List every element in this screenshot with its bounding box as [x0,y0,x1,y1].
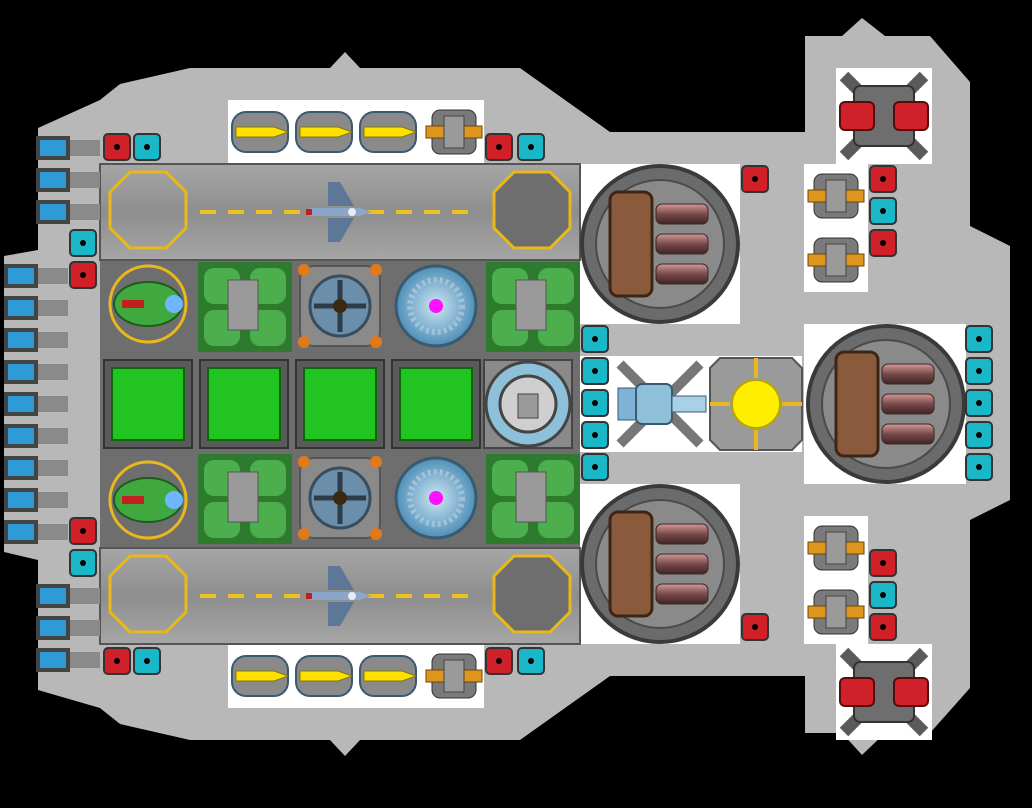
missile-icon[interactable] [231,111,290,153]
missile-racks [231,111,418,697]
landing-pad-icon[interactable] [492,170,572,250]
thruster-icon[interactable] [4,360,68,384]
gun-icon[interactable] [807,589,865,635]
node-icon[interactable] [869,581,897,609]
node-icon[interactable] [69,261,97,289]
thrusters [4,136,100,672]
nodes [69,133,993,675]
railgun[interactable] [616,360,707,448]
defense-emitter[interactable] [839,647,929,737]
node-icon[interactable] [869,613,897,641]
fuel-tank[interactable] [486,262,580,352]
fuel-tank[interactable] [198,262,292,352]
fuel-tanks [198,262,580,544]
thruster-icon[interactable] [4,424,68,448]
upper-hangar[interactable] [99,163,581,261]
engine-rotor[interactable] [298,456,382,540]
node-icon[interactable] [581,421,609,449]
node-icon[interactable] [581,453,609,481]
node-icon[interactable] [869,197,897,225]
node-icon[interactable] [103,647,131,675]
shield-generator[interactable] [104,262,192,346]
thruster-icon[interactable] [36,584,100,608]
bridge[interactable] [483,359,573,449]
shield-core[interactable] [394,264,478,348]
turret-icon[interactable] [806,324,966,484]
node-icon[interactable] [517,647,545,675]
cargo-bays [103,359,481,449]
missile-icon[interactable] [295,111,354,153]
node-icon[interactable] [869,165,897,193]
turret-icon[interactable] [580,164,740,324]
landing-pad-icon[interactable] [108,170,188,250]
node-icon[interactable] [69,229,97,257]
gun-icon[interactable] [807,237,865,283]
node-icon[interactable] [965,357,993,385]
node-icon[interactable] [69,549,97,577]
node-icon[interactable] [69,517,97,545]
node-icon[interactable] [741,165,769,193]
defense-emitter[interactable] [839,71,929,161]
thruster-icon[interactable] [4,456,68,480]
thruster-icon[interactable] [4,520,68,544]
missile-icon[interactable] [295,655,354,697]
node-icon[interactable] [965,389,993,417]
landing-pad-icon[interactable] [108,554,188,634]
node-icon[interactable] [581,325,609,353]
missile-icon[interactable] [359,111,418,153]
node-icon[interactable] [965,421,993,449]
cargo-bay[interactable] [199,359,289,449]
thruster-icon[interactable] [36,648,100,672]
turret-icon[interactable] [580,484,740,644]
thruster-icon[interactable] [36,616,100,640]
thruster-icon[interactable] [36,168,100,192]
gun-icon[interactable] [425,653,483,699]
missile-icon[interactable] [231,655,290,697]
gun-icon[interactable] [425,109,483,155]
node-icon[interactable] [869,549,897,577]
node-icon[interactable] [965,325,993,353]
thruster-icon[interactable] [36,200,100,224]
missile-icon[interactable] [359,655,418,697]
fighter-icon[interactable] [306,182,372,242]
shield-generator[interactable] [104,458,192,542]
lower-hangar[interactable] [99,547,581,645]
fighter-icon[interactable] [306,566,372,626]
thruster-icon[interactable] [4,488,68,512]
fuel-tank[interactable] [198,454,292,544]
fuel-tank[interactable] [486,454,580,544]
node-icon[interactable] [103,133,131,161]
node-icon[interactable] [485,647,513,675]
node-icon[interactable] [581,389,609,417]
node-icon[interactable] [581,357,609,385]
node-icon[interactable] [133,647,161,675]
thruster-icon[interactable] [4,264,68,288]
landing-pad-icon[interactable] [492,554,572,634]
gun-icon[interactable] [807,525,865,571]
shield-core[interactable] [394,456,478,540]
cargo-bay[interactable] [295,359,385,449]
cargo-bay[interactable] [391,359,481,449]
reactor-icon[interactable] [709,357,803,451]
thruster-icon[interactable] [36,136,100,160]
node-icon[interactable] [485,133,513,161]
node-icon[interactable] [517,133,545,161]
gun-mounts [425,109,865,699]
gun-icon[interactable] [807,173,865,219]
engine-rotor[interactable] [298,264,382,348]
thruster-icon[interactable] [4,392,68,416]
thruster-icon[interactable] [4,328,68,352]
node-icon[interactable] [741,613,769,641]
thruster-icon[interactable] [4,296,68,320]
node-icon[interactable] [965,453,993,481]
cargo-bay[interactable] [103,359,193,449]
node-icon[interactable] [133,133,161,161]
node-icon[interactable] [869,229,897,257]
